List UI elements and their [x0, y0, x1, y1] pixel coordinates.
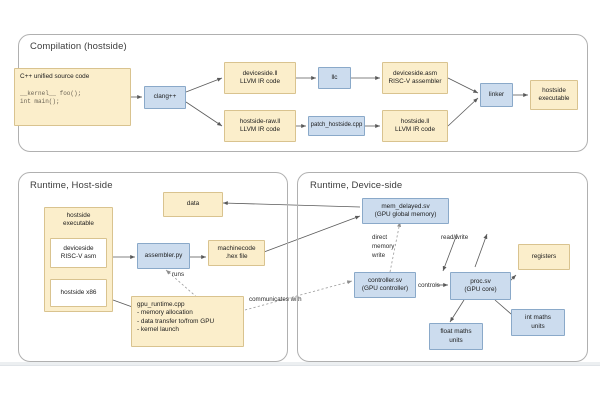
node-mem-delayed[interactable]: mem_delayed.sv (GPU global memory): [362, 198, 449, 224]
controller-sv-line2: (GPU controller): [361, 285, 409, 292]
node-float-maths-units[interactable]: float maths units: [429, 323, 483, 350]
deviceside-riscv-asm-line2: RISC-V asm: [60, 253, 97, 260]
node-data[interactable]: data: [163, 192, 223, 217]
node-patch-hostside[interactable]: patch_hostside.cpp: [308, 116, 365, 136]
group-runtime-host-title: Runtime, Host-side: [30, 180, 113, 191]
hostside-ll-line1: hostside.ll: [400, 117, 430, 125]
hostside-x86-label: hostside x86: [60, 288, 97, 296]
machinecode-hex-line2: .hex file: [225, 253, 248, 260]
hostside-exe-top-line1: hostside: [542, 86, 566, 94]
cpp-source-code-line1: __kernel__ foo();: [20, 90, 82, 98]
node-deviceside-riscv-asm[interactable]: deviceside RISC-V asm: [50, 238, 107, 268]
node-int-maths-units[interactable]: int maths units: [511, 309, 565, 336]
clang-label: clang++: [153, 93, 177, 101]
assembler-py-label: assembler.py: [144, 251, 183, 259]
linker-label: linker: [488, 90, 505, 98]
hostside-raw-ll-line1: hostside-raw.ll: [239, 117, 281, 125]
edge-label-direct-memory-write-l3: write: [372, 252, 386, 259]
mem-delayed-line2: (GPU global memory): [374, 211, 437, 218]
node-registers[interactable]: registers: [518, 244, 570, 270]
gpu-runtime-bullet1: - memory allocation: [137, 309, 193, 317]
edge-label-controls: controls: [418, 282, 440, 289]
proc-sv-line2: (GPU core): [464, 286, 497, 293]
edge-label-communicates-with: communicates with: [249, 296, 302, 303]
patch-hostside-label: patch_hostside.cpp: [310, 122, 363, 129]
int-maths-line1: int maths: [525, 314, 551, 322]
group-runtime-host: [18, 172, 288, 362]
proc-sv-line1: proc.sv: [470, 277, 491, 285]
node-hostside-raw-ll[interactable]: hostside-raw.ll LLVM IR code: [224, 110, 296, 142]
registers-label: registers: [531, 252, 557, 260]
bottom-separator-line: [0, 365, 600, 366]
node-deviceside-ll[interactable]: deviceside.ll LLVM IR code: [224, 62, 296, 94]
hostside-exe-top-line2: executable: [538, 95, 570, 102]
deviceside-asm-line1: deviceside.asm: [392, 69, 438, 77]
node-llc[interactable]: llc: [318, 67, 351, 89]
node-hostside-ll[interactable]: hostside.ll LLVM IR code: [382, 110, 448, 142]
node-deviceside-asm[interactable]: deviceside.asm RISC-V assembler: [382, 62, 448, 94]
deviceside-ll-line2: LLVM IR code: [239, 78, 281, 85]
node-gpu-runtime[interactable]: gpu_runtime.cpp - memory allocation - da…: [131, 296, 244, 347]
edge-label-read-write: read/write: [441, 234, 469, 241]
deviceside-ll-line1: deviceside.ll: [242, 69, 278, 77]
hostside-exe-runtime-line2: executable: [63, 220, 94, 228]
group-runtime-device: [297, 172, 588, 362]
edge-label-direct-memory-write-l1: direct: [372, 234, 388, 241]
gpu-runtime-bullet3: - kernel launch: [137, 326, 179, 334]
gpu-runtime-bullet2: - data transfer to/from GPU: [137, 317, 215, 325]
llc-label: llc: [331, 73, 338, 81]
group-compilation-title: Compilation (hostside): [30, 41, 127, 52]
edge-label-direct-memory-write-l2: memory: [372, 243, 395, 250]
float-maths-line2: units: [449, 336, 463, 344]
deviceside-asm-line2: RISC-V assembler: [388, 78, 442, 85]
deviceside-riscv-asm-line1: deviceside: [63, 244, 94, 252]
node-hostside-executable-compile[interactable]: hostside executable: [530, 80, 578, 110]
gpu-runtime-title: gpu_runtime.cpp: [137, 301, 185, 308]
node-clang[interactable]: clang++: [144, 86, 186, 109]
edge-label-runs: runs: [172, 271, 185, 278]
cpp-source-code-line2: int main();: [20, 98, 60, 106]
mem-delayed-line1: mem_delayed.sv: [381, 202, 430, 210]
data-label: data: [186, 200, 200, 208]
machinecode-hex-line1: machinecode: [217, 244, 256, 252]
hostside-raw-ll-line2: LLVM IR code: [239, 126, 281, 133]
node-linker[interactable]: linker: [480, 83, 513, 107]
node-proc-sv[interactable]: proc.sv (GPU core): [450, 272, 511, 300]
group-runtime-device-title: Runtime, Device-side: [310, 180, 403, 191]
controller-sv-line1: controller.sv: [367, 276, 403, 284]
node-hostside-x86[interactable]: hostside x86: [50, 279, 107, 307]
bottom-separator-band: [0, 362, 600, 365]
cpp-source-title: C++ unified source code: [20, 73, 90, 80]
hostside-exe-runtime-line1: hostside: [66, 212, 91, 219]
int-maths-line2: units: [531, 322, 545, 330]
float-maths-line1: float maths: [440, 328, 472, 336]
node-controller-sv[interactable]: controller.sv (GPU controller): [354, 272, 416, 298]
node-machinecode-hex[interactable]: machinecode .hex file: [208, 240, 265, 266]
node-assembler-py[interactable]: assembler.py: [137, 243, 190, 269]
node-cpp-source[interactable]: C++ unified source code __kernel__ foo()…: [14, 68, 131, 126]
hostside-ll-line2: LLVM IR code: [394, 126, 436, 133]
